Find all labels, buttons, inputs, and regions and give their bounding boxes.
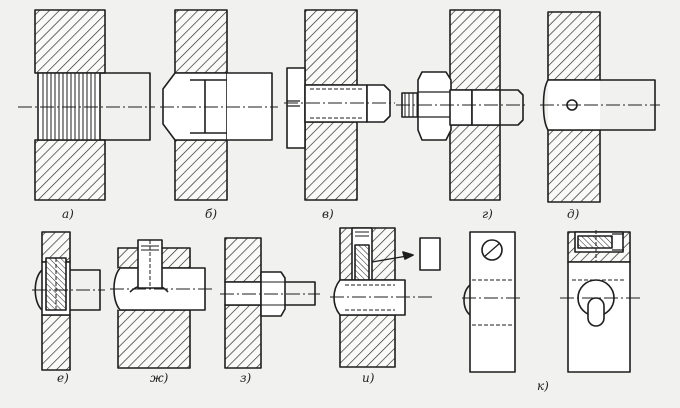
label-a: а) (62, 207, 74, 221)
figure-k-left (462, 231, 520, 373)
label-g: г) (482, 207, 493, 221)
figure-k-right (560, 230, 640, 373)
figure-a (18, 9, 155, 201)
label-zh: ж) (150, 371, 169, 385)
label-k: к) (537, 379, 549, 393)
label-v: в) (322, 207, 334, 221)
figure-v (284, 9, 395, 201)
label-b: б) (205, 207, 218, 221)
label-e: е) (57, 371, 69, 385)
label-z: з) (240, 371, 252, 385)
figure-z (220, 237, 320, 369)
label-d: д) (567, 207, 580, 221)
figure-e (32, 231, 105, 371)
figure-b (160, 9, 278, 201)
figure-i (330, 227, 441, 368)
label-i: и) (362, 371, 375, 385)
figure-zh (110, 239, 212, 369)
figure-g (396, 9, 528, 201)
figure-d (540, 11, 660, 203)
